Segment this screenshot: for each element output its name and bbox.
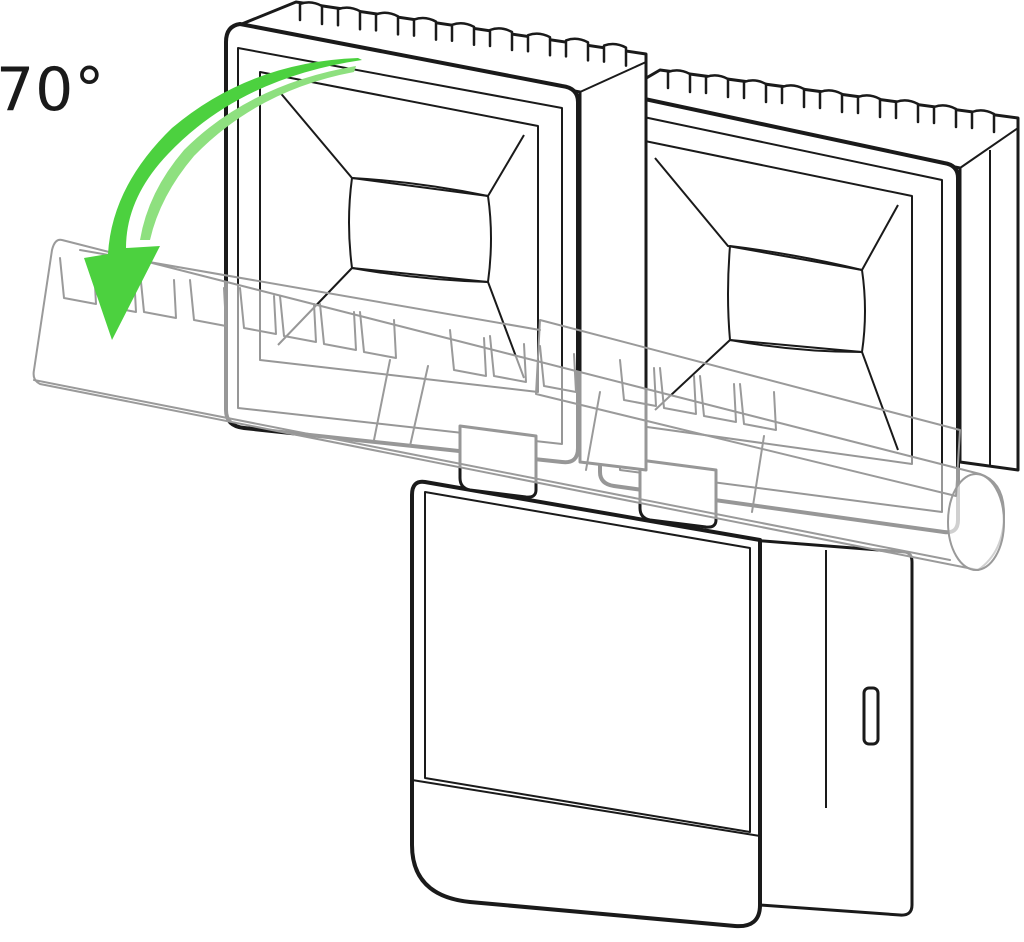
rotation-arrow	[84, 58, 362, 340]
heat-sink-fin	[488, 27, 514, 52]
heat-sink-fin	[856, 94, 882, 119]
tilt-angle-label: 70°	[0, 55, 106, 125]
ghost-fin	[189, 279, 227, 327]
ghost-fin	[279, 295, 317, 343]
right-heat-sink-fins	[610, 68, 1020, 472]
heat-sink-fin	[374, 11, 400, 36]
housing-switch-slot	[862, 686, 880, 746]
ghost-fin	[539, 345, 577, 393]
ghost-fin	[239, 287, 277, 335]
ghost-fin	[659, 367, 697, 415]
heat-sink-fin	[666, 69, 692, 94]
rotation-arrow-body	[84, 58, 362, 340]
heat-sink-fin	[818, 89, 844, 114]
heat-sink-fin	[780, 84, 806, 109]
rotation-arrow-highlight	[140, 66, 356, 240]
heat-sink-fin	[602, 42, 628, 67]
ghost-fin	[699, 375, 737, 423]
heat-sink-fin	[526, 32, 552, 57]
ghost-fin	[359, 311, 397, 359]
heat-sink-fin	[932, 104, 958, 129]
ghost-fin	[739, 383, 777, 431]
ghost-fin	[139, 271, 177, 319]
tilted-ghost-outline	[32, 238, 1005, 571]
heat-sink-fin	[564, 37, 590, 62]
heat-sink-fin	[298, 1, 324, 26]
wall-mount-housing	[410, 479, 914, 929]
ghost-fin	[319, 303, 357, 351]
ghost-fin	[449, 329, 487, 377]
ghost-fin	[619, 359, 657, 407]
heat-sink-fin	[704, 74, 730, 99]
heat-sink-fin	[970, 109, 996, 134]
ghost-fin	[489, 335, 527, 383]
heat-sink-fin	[894, 99, 920, 124]
heat-sink-fin	[450, 21, 476, 47]
heat-sink-fin	[336, 6, 362, 31]
heat-sink-fin	[742, 79, 768, 104]
heat-sink-fin	[412, 16, 438, 41]
